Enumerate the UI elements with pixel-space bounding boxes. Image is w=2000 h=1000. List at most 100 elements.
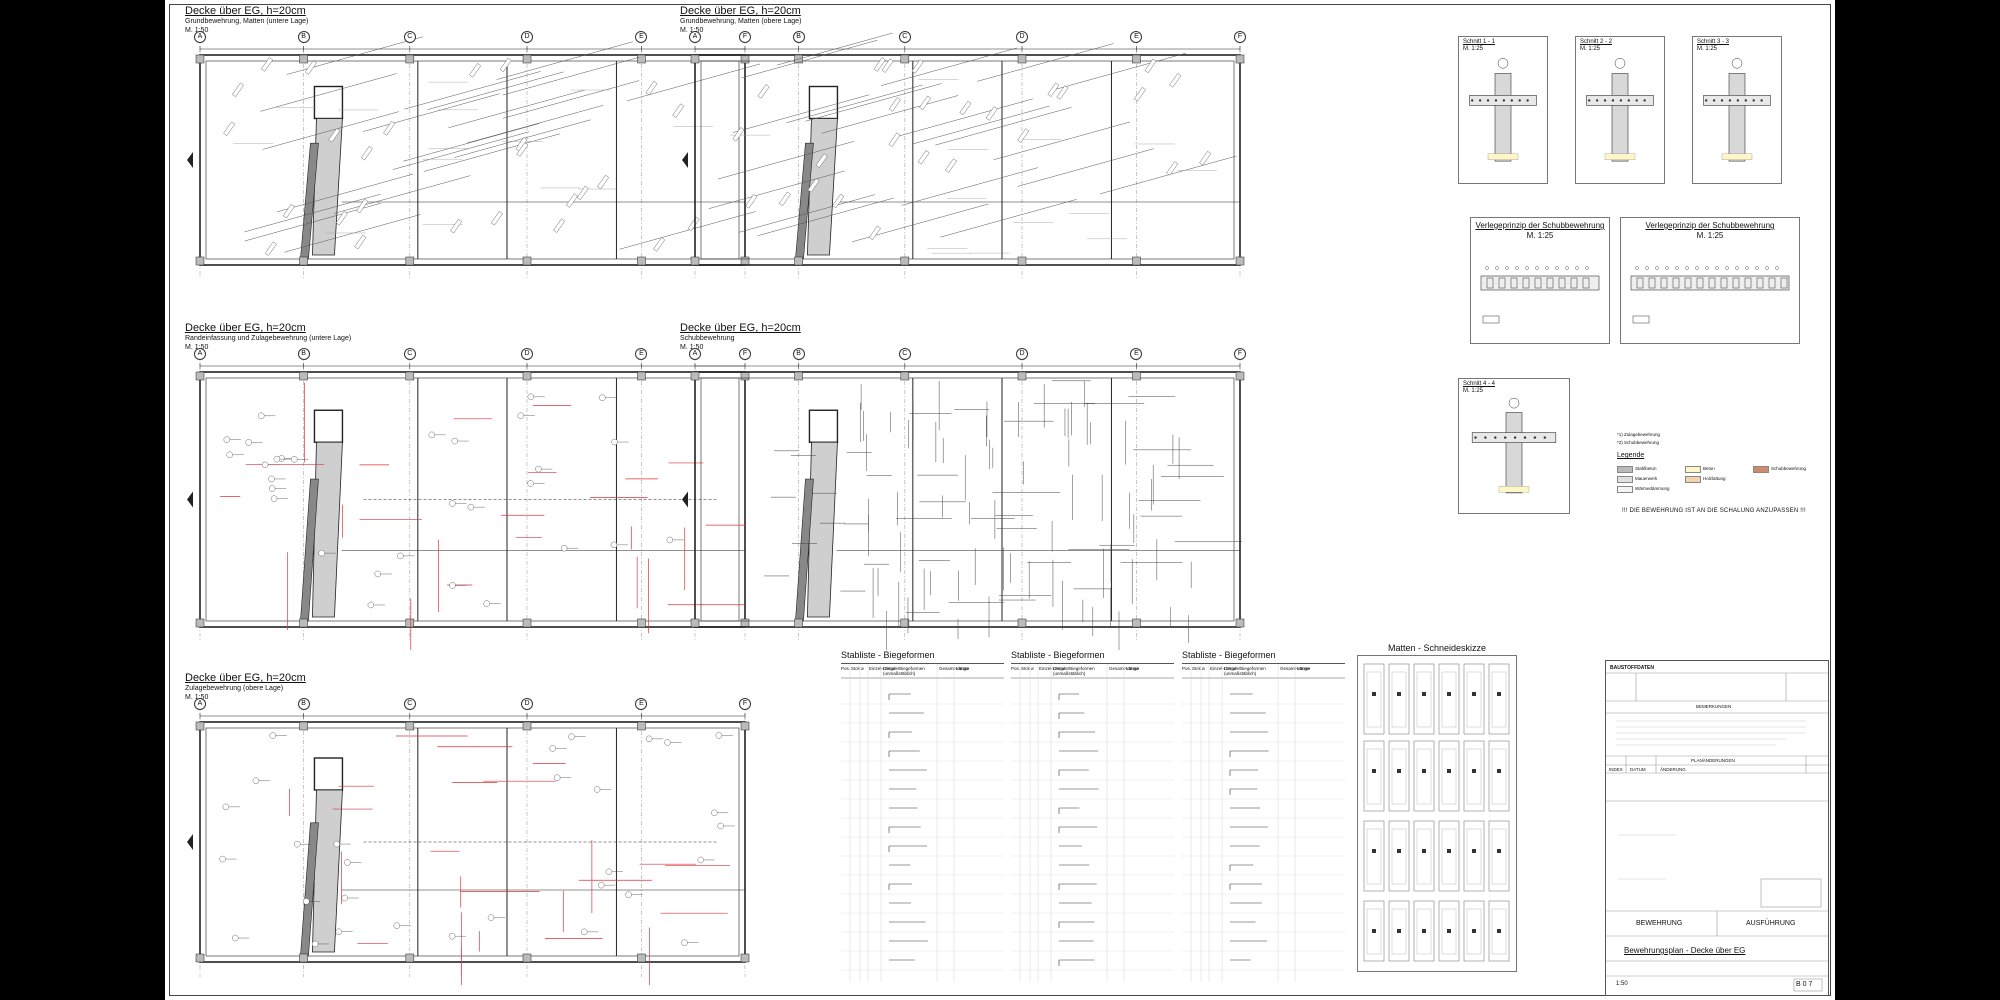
position-mark	[449, 500, 456, 507]
position-mark	[483, 600, 490, 607]
mesh-line	[757, 197, 894, 237]
column	[522, 618, 532, 628]
verlegeprinzip-drawing	[1480, 266, 1600, 324]
position-mark	[428, 431, 436, 439]
rebar-dot	[1611, 99, 1615, 102]
plan-subtitle: Grundbewehrung, Matten (obere Lage)	[680, 18, 802, 25]
rebar-dot	[1643, 99, 1646, 102]
position-mark	[666, 536, 674, 544]
mesh-tag	[232, 82, 244, 97]
verlegeprinzip-2: Verlegeprinzip der Schubbewehrung M. 1:2…	[1620, 217, 1800, 344]
label-bubble	[1665, 266, 1669, 270]
mesh-tag	[1017, 128, 1030, 143]
matten-schneideskizze: Matten - Schneideskizze	[1357, 643, 1517, 972]
outer-wall	[199, 721, 746, 963]
stab-header: Masse	[1126, 666, 1140, 671]
plan-title: Decke über EG, h=20cm	[680, 322, 801, 334]
footing	[1721, 153, 1753, 161]
section-scale: M. 1:25	[1463, 46, 1484, 52]
column	[405, 953, 415, 963]
mat-outline	[1413, 900, 1435, 962]
plan-drawing	[187, 354, 750, 650]
plan-grundbewehrung-oben: Decke über EG, h=20cm Grundbewehrung, Ma…	[680, 5, 1280, 315]
rebar-dot	[1494, 99, 1498, 102]
position-mark	[397, 552, 404, 560]
mat-outline	[1363, 663, 1385, 735]
label-bubble	[1635, 266, 1639, 270]
column	[405, 54, 415, 64]
position-mark	[268, 485, 276, 492]
mesh-line	[244, 193, 381, 233]
position-mark	[697, 856, 704, 864]
stair-flight	[312, 789, 343, 953]
position-mark	[645, 735, 653, 743]
mesh-tag	[672, 103, 685, 118]
column	[299, 256, 308, 266]
legend-swatch-mauerwerk	[1617, 476, 1633, 483]
mesh-tag	[807, 178, 820, 193]
mat-cut	[1416, 828, 1432, 885]
rebar-dot	[1543, 436, 1546, 439]
shear-link	[1696, 277, 1704, 289]
mat-cut	[1491, 908, 1507, 955]
mesh-line	[1100, 155, 1237, 195]
plan-scale: M. 1:50	[680, 344, 703, 351]
rebar-dot	[1619, 99, 1623, 102]
mat-mark	[1497, 769, 1501, 773]
position-mark	[303, 898, 310, 905]
position-mark	[467, 503, 475, 511]
label-bubble	[1735, 266, 1739, 270]
legend-swatch-daemmung	[1617, 486, 1633, 493]
slab-strip	[1480, 275, 1600, 291]
section-title: Schnitt 1 - 1	[1463, 39, 1496, 45]
planaenderungen-label: PLANÄNDERUNGEN	[1691, 758, 1735, 763]
column	[299, 721, 308, 731]
axis-label-a: A	[194, 348, 206, 360]
stair-wall	[795, 478, 814, 622]
mesh-tag	[516, 142, 529, 157]
rebar-dot	[1502, 99, 1506, 102]
section-3-3: Schnitt 3 - 3 M. 1:25	[1692, 36, 1782, 184]
column	[195, 953, 205, 963]
rebar-dot	[1752, 99, 1755, 102]
column	[740, 953, 750, 963]
plan-subtitle: Randeinfassung und Zulagebewehrung (unte…	[185, 335, 352, 342]
axis-label-a: A	[689, 348, 701, 360]
rebar-dot	[1474, 436, 1477, 439]
mesh-tag	[1144, 58, 1157, 74]
label-bubble	[1575, 266, 1579, 270]
mat-outline	[1488, 820, 1510, 892]
section-scale: M. 1:25	[1697, 46, 1718, 52]
shear-link	[1756, 277, 1764, 289]
mat-cut	[1391, 671, 1407, 728]
rebar-dot	[1486, 99, 1490, 102]
mesh-tag	[1056, 85, 1069, 100]
column	[1017, 371, 1027, 381]
plan-randeinfassung: Decke über EG, h=20cm Randeinfassung und…	[185, 322, 785, 662]
mesh-line	[896, 98, 1033, 137]
mat-cut	[1366, 828, 1382, 885]
stab-header: Pos.	[1182, 666, 1192, 671]
label-bubble	[1645, 266, 1649, 270]
shear-link	[1522, 277, 1530, 289]
mat-cut	[1366, 748, 1382, 805]
mat-mark	[1397, 849, 1401, 853]
mat-outline	[1438, 820, 1460, 892]
mat-mark	[1397, 692, 1401, 696]
mesh-tag	[328, 128, 341, 143]
position-mark	[367, 601, 375, 609]
shear-link	[1510, 277, 1518, 289]
mat-mark	[1372, 692, 1376, 696]
mesh-line	[935, 107, 1072, 146]
section-scale: M. 1:25	[1580, 46, 1601, 52]
position-mark	[393, 922, 400, 929]
axis-label-c: C	[898, 348, 911, 360]
mesh-line	[448, 89, 585, 129]
bewehrung-label: BEWEHRUNG	[1636, 920, 1683, 927]
mesh-tag	[732, 127, 745, 142]
position-mark	[593, 786, 601, 793]
position-mark	[335, 928, 342, 935]
inner-wall-line	[205, 377, 740, 622]
rebar-dot	[1627, 99, 1630, 102]
section-marker	[187, 491, 193, 508]
